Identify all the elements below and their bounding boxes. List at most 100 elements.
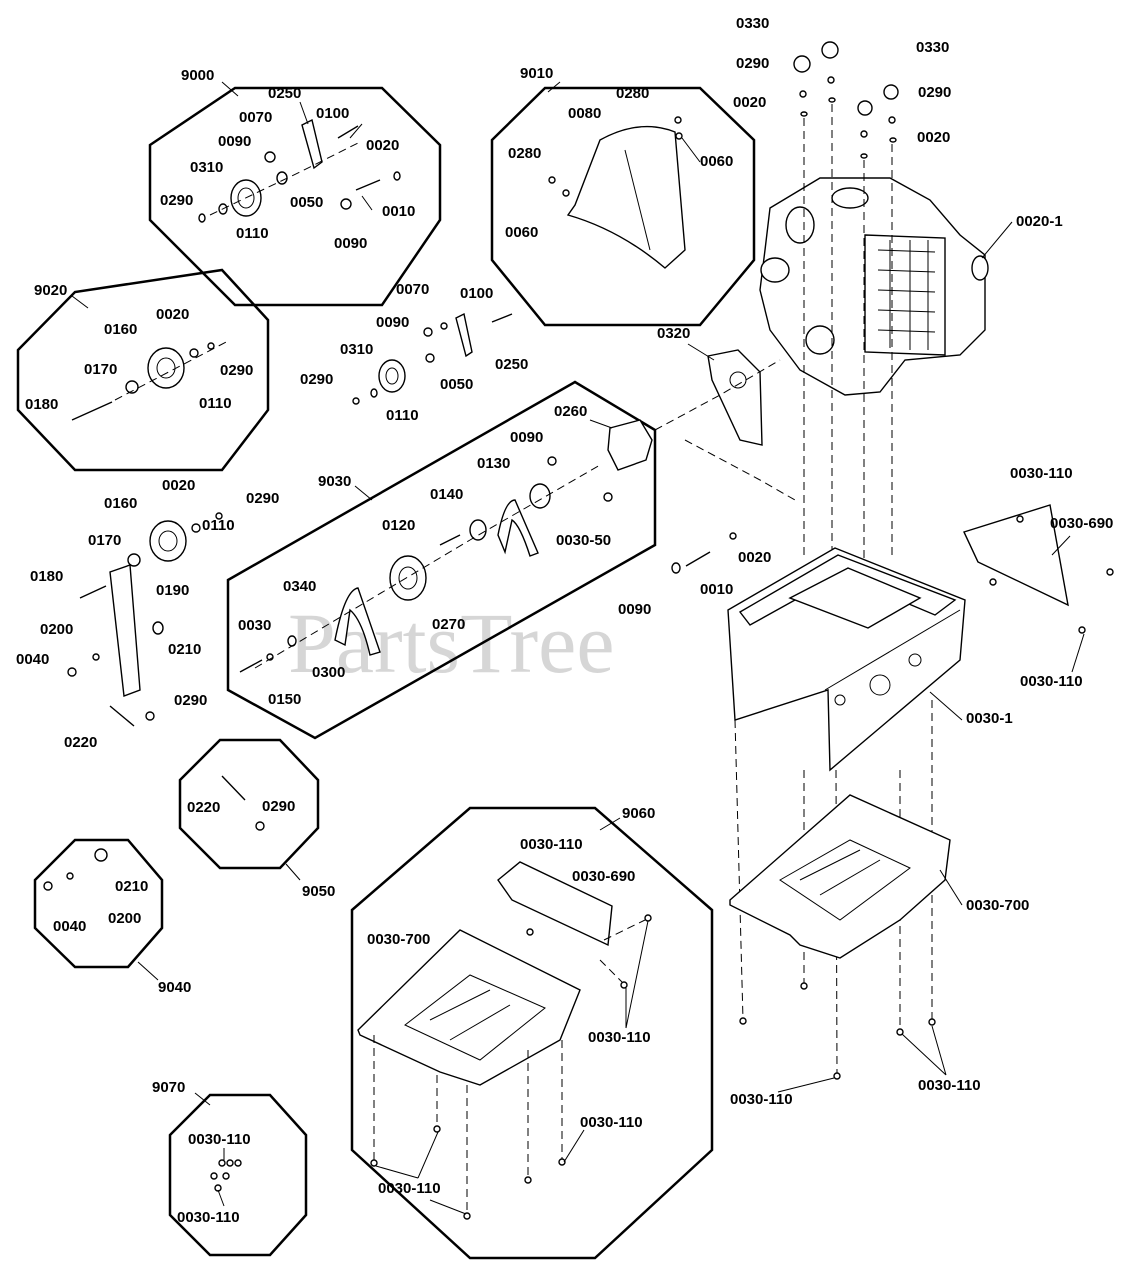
callout-0110: 0110 bbox=[386, 407, 419, 424]
group-label-9000: 9000 bbox=[181, 67, 214, 84]
callout-0050: 0050 bbox=[290, 194, 323, 211]
group-9010-outline bbox=[490, 86, 756, 327]
callout-0270: 0270 bbox=[432, 616, 465, 633]
callout-0030-110: 0030-110 bbox=[188, 1131, 251, 1148]
group-9000-parts bbox=[198, 118, 401, 223]
group-9030-parts bbox=[239, 419, 653, 673]
group-9010-parts bbox=[548, 116, 686, 269]
group-label-9010: 9010 bbox=[520, 65, 553, 82]
callout-0040: 0040 bbox=[16, 651, 49, 668]
callout-0090: 0090 bbox=[618, 601, 651, 618]
callout-0250: 0250 bbox=[268, 85, 301, 102]
callout-0010: 0010 bbox=[700, 581, 733, 598]
callout-0200: 0200 bbox=[40, 621, 73, 638]
callout-0030-110: 0030-110 bbox=[918, 1077, 981, 1094]
plate-0030-700-icon bbox=[357, 929, 581, 1086]
leader-9050 bbox=[285, 863, 301, 881]
spring-0220-icon bbox=[109, 705, 135, 727]
bracket-0260-icon bbox=[607, 419, 653, 471]
group-9020-parts bbox=[71, 339, 231, 421]
callout-0290: 0290 bbox=[300, 371, 333, 388]
group-label-9030: 9030 bbox=[318, 473, 351, 490]
callout-0040: 0040 bbox=[53, 918, 86, 935]
callout-0190: 0190 bbox=[156, 582, 189, 599]
lever-0190-icon bbox=[109, 564, 141, 697]
callout-0030-690: 0030-690 bbox=[1050, 515, 1113, 532]
plate-0030-700-right bbox=[729, 794, 951, 1080]
callout-0020: 0020 bbox=[156, 306, 189, 323]
leader-9060 bbox=[599, 817, 621, 831]
callout-0280: 0280 bbox=[616, 85, 649, 102]
group-9020-outline bbox=[16, 268, 270, 472]
callout-0140: 0140 bbox=[430, 486, 463, 503]
callout-0030-690: 0030-690 bbox=[572, 868, 635, 885]
callout-0110: 0110 bbox=[236, 225, 269, 242]
group-label-9040: 9040 bbox=[158, 979, 191, 996]
callout-0020-1: 0020-1 bbox=[1016, 213, 1063, 230]
callout-0180: 0180 bbox=[30, 568, 63, 585]
group-9050-outline bbox=[178, 738, 320, 870]
belt-guard-0080-icon bbox=[566, 125, 686, 269]
group-9070-parts bbox=[210, 1159, 242, 1192]
callout-0340: 0340 bbox=[283, 578, 316, 595]
callout-0030-110: 0030-110 bbox=[730, 1091, 793, 1108]
callout-0330: 0330 bbox=[916, 39, 949, 56]
callout-0110: 0110 bbox=[202, 517, 235, 534]
idler-pulley-0160-icon bbox=[147, 347, 185, 389]
callout-0090: 0090 bbox=[510, 429, 543, 446]
callout-0120: 0120 bbox=[382, 517, 415, 534]
callout-0010: 0010 bbox=[382, 203, 415, 220]
callout-0030: 0030 bbox=[238, 617, 271, 634]
group-9060-outline bbox=[350, 806, 714, 1260]
group-label-9020: 9020 bbox=[34, 282, 67, 299]
group-9060-parts bbox=[357, 861, 652, 1220]
callout-0210: 0210 bbox=[115, 878, 148, 895]
callout-0250: 0250 bbox=[495, 356, 528, 373]
bearing-0140-icon bbox=[469, 519, 487, 541]
callout-0220: 0220 bbox=[64, 734, 97, 751]
callout-0300: 0300 bbox=[312, 664, 345, 681]
engine-0020-1 bbox=[654, 41, 989, 560]
callout-0060: 0060 bbox=[505, 224, 538, 241]
callout-0030-700: 0030-700 bbox=[966, 897, 1029, 914]
callout-0020: 0020 bbox=[162, 477, 195, 494]
belt-0030-50-icon bbox=[497, 499, 539, 557]
group-9040-outline bbox=[33, 838, 164, 969]
leader-9030 bbox=[354, 485, 373, 501]
callout-0320: 0320 bbox=[657, 325, 690, 342]
callout-0070: 0070 bbox=[239, 109, 272, 126]
callout-0030-110: 0030-110 bbox=[520, 836, 583, 853]
callout-0080: 0080 bbox=[568, 105, 601, 122]
leader-9070 bbox=[194, 1092, 211, 1106]
leader-9040 bbox=[137, 961, 159, 981]
callout-0110: 0110 bbox=[199, 395, 232, 412]
callout-0210: 0210 bbox=[168, 641, 201, 658]
callout-0030-50: 0030-50 bbox=[556, 532, 611, 549]
callout-0090: 0090 bbox=[334, 235, 367, 252]
callout-0020: 0020 bbox=[733, 94, 766, 111]
leader-9000 bbox=[221, 81, 239, 97]
callout-0220: 0220 bbox=[187, 799, 220, 816]
callout-0290: 0290 bbox=[174, 692, 207, 709]
callout-0290: 0290 bbox=[220, 362, 253, 379]
spring-0010-icon bbox=[355, 179, 381, 191]
group-9030-outline bbox=[226, 380, 657, 740]
belt-0340-icon bbox=[334, 587, 381, 656]
callout-0160: 0160 bbox=[104, 495, 137, 512]
callout-0100: 0100 bbox=[316, 105, 349, 122]
loose-parts-middle bbox=[67, 312, 737, 727]
callout-0030-110: 0030-110 bbox=[378, 1180, 441, 1197]
group-9070-outline bbox=[168, 1093, 308, 1257]
bracket-0030-690-icon bbox=[497, 861, 613, 947]
pulley-0270-icon bbox=[389, 555, 427, 601]
group-9000-outline bbox=[148, 86, 442, 307]
callout-0290: 0290 bbox=[736, 55, 769, 72]
leader-9010 bbox=[547, 81, 561, 93]
callout-0030-110: 0030-110 bbox=[177, 1209, 240, 1226]
callout-0290: 0290 bbox=[160, 192, 193, 209]
callout-0160: 0160 bbox=[104, 321, 137, 338]
plate-icon bbox=[729, 794, 951, 959]
callout-0050: 0050 bbox=[440, 376, 473, 393]
